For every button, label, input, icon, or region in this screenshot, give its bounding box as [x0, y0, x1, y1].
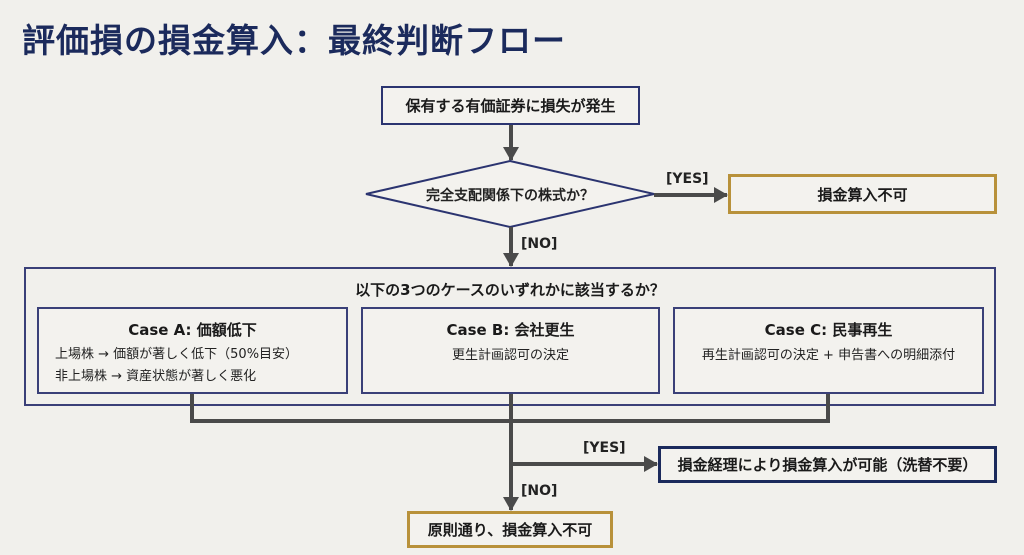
decision-label: 完全支配関係下の株式か？ [426, 188, 594, 204]
case-c-box: Case C: 民事再生 再生計画認可の決定 + 申告書への明細添付 [673, 307, 984, 394]
case-a-line-2: 非上場株 → 資産状態が著しく悪化 [55, 369, 257, 384]
result-deductible-box: 損金経理により損金算入が可能（洗替不要） [658, 446, 997, 483]
case-a-line-1: 上場株 → 価額が著しく低下（50%目安） [55, 347, 299, 362]
case-b-box: Case B: 会社更生 更生計画認可の決定 [361, 307, 660, 394]
result-not-deductible-label: 損金算入不可 [817, 185, 908, 204]
case-b-line-1: 更生計画認可の決定 [451, 348, 569, 363]
edge-label-no2: [NO] [521, 483, 558, 499]
case-c-line-1: 再生計画認可の決定 + 申告書への明細添付 [701, 348, 956, 363]
case-a-title: Case A: 価額低下 [128, 321, 257, 339]
result-principle-not-deductible-box: 原則通り、損金算入不可 [407, 511, 613, 548]
result-deductible-label: 損金経理により損金算入が可能（洗替不要） [677, 456, 978, 474]
edge-label-no1: [NO] [521, 236, 558, 252]
edge-label-yes1: [YES] [666, 171, 709, 187]
result-principle-not-deductible-label: 原則通り、損金算入不可 [427, 521, 593, 539]
case-b-title: Case B: 会社更生 [446, 321, 575, 339]
result-not-deductible-box: 損金算入不可 [728, 174, 997, 214]
start-node: 保有する有価証券に損失が発生 [381, 86, 640, 125]
page-title: 評価損の損金算入：最終判断フロー [22, 21, 566, 60]
start-node-label: 保有する有価証券に損失が発生 [405, 97, 616, 115]
case-a-box: Case A: 価額低下 上場株 → 価額が著しく低下（50%目安） 非上場株 … [37, 307, 348, 394]
group-question: 以下の3つのケースのいずれかに該当するか？ [355, 281, 665, 299]
case-c-title: Case C: 民事再生 [764, 321, 893, 339]
edge-label-yes2: [YES] [583, 440, 626, 456]
